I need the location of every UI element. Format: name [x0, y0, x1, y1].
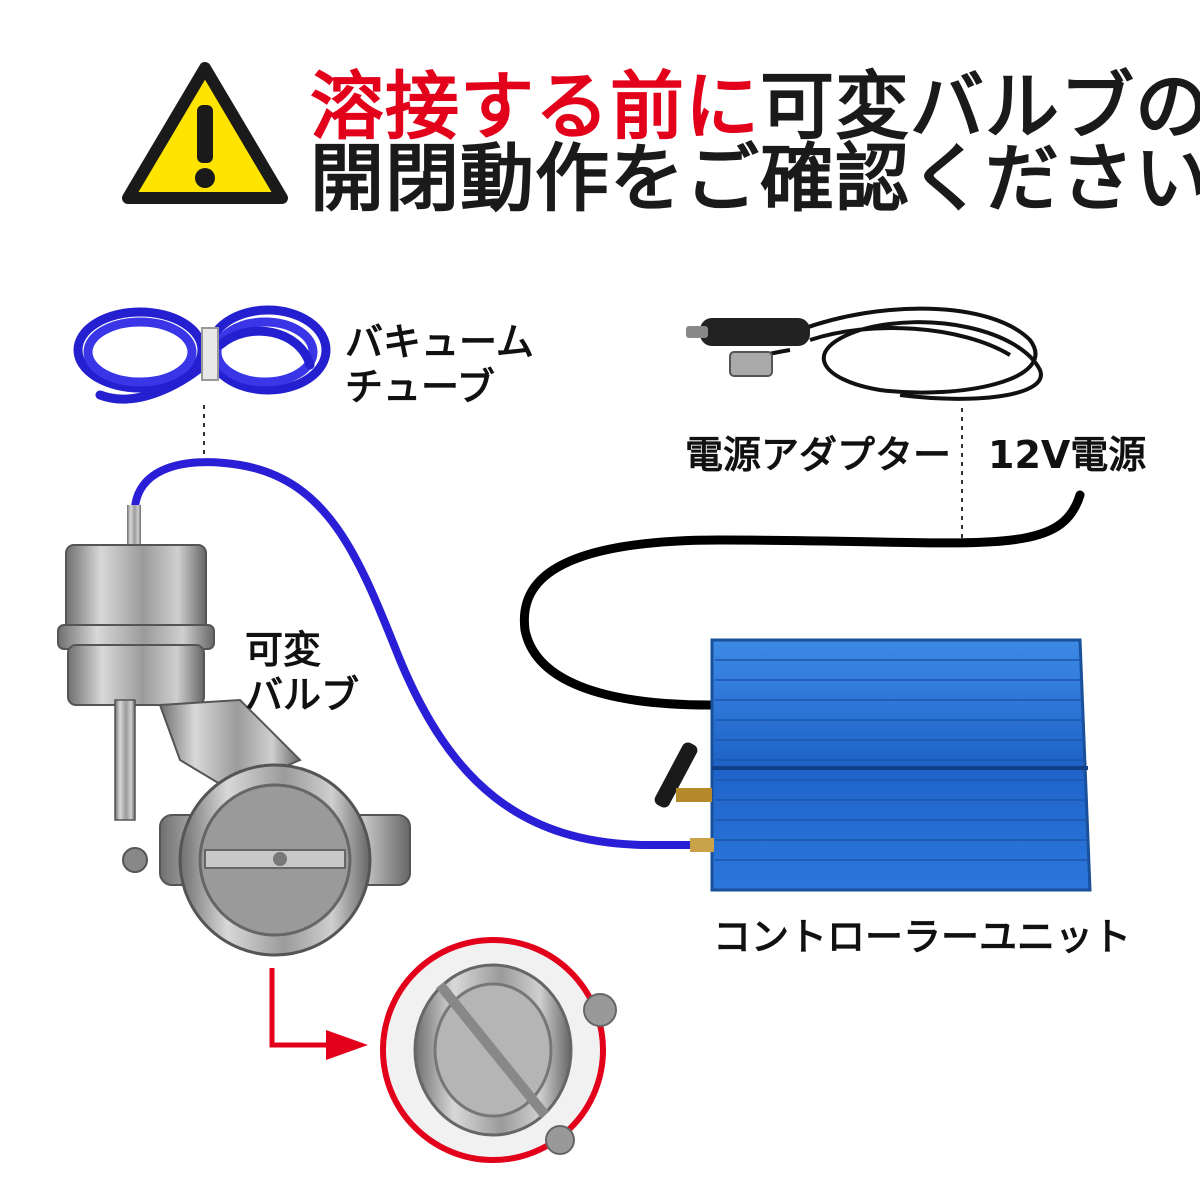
- variable-valve: [57, 505, 411, 957]
- headline-black: 可変バルブの: [760, 64, 1200, 150]
- vacuum-tube-route: [130, 458, 709, 849]
- headline-line-2: 開閉動作をご確認ください: [310, 136, 1200, 222]
- valve-label: 可変 バルブ: [245, 628, 359, 718]
- vacuum-tube-label-line-1: バキューム: [345, 320, 534, 364]
- headline-line-1: 溶接する前に可変バルブの: [310, 70, 1200, 144]
- leader-lines: [203, 405, 963, 540]
- valve-label-line-2: バルブ: [245, 672, 360, 717]
- controller-unit: [654, 638, 1092, 892]
- vacuum-tube-label: バキューム チューブ: [345, 320, 534, 410]
- vacuum-tube-label-line-2: チューブ: [345, 364, 495, 409]
- cigarette-plug: [686, 318, 810, 377]
- valve-label-line-1: 可変: [245, 628, 322, 672]
- power-12v-label: 12V電源: [988, 433, 1147, 477]
- controller-label: コントローラーユニット: [713, 915, 1132, 959]
- warning-triangle-icon: [122, 62, 288, 204]
- power-cable: [519, 490, 1085, 710]
- red-arrow-icon: [269, 968, 368, 1060]
- headline-red: 溶接する前に: [310, 64, 760, 150]
- vacuum-tube-coil: [73, 305, 331, 404]
- power-adapter-label: 電源アダプター: [685, 433, 952, 477]
- valve-closeup: [380, 937, 617, 1163]
